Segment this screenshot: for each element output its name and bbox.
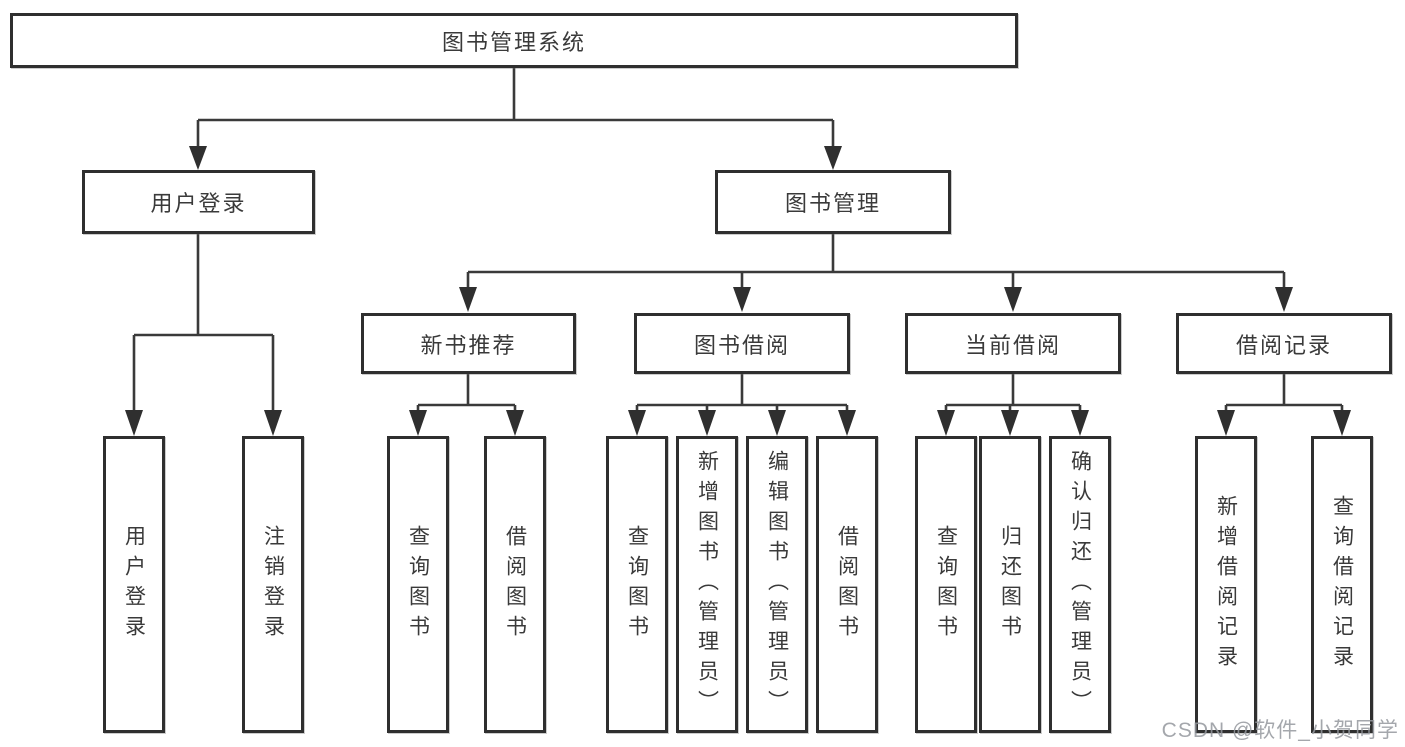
leaf-label: 编辑图书（管理员）	[765, 449, 789, 720]
arrowhead-icon	[1001, 410, 1019, 436]
node-borrowing-records: 借阅记录	[1176, 313, 1392, 374]
node-current-borrowing: 当前借阅	[905, 313, 1121, 374]
arrowhead-icon	[768, 410, 786, 436]
arrowhead-icon	[1217, 410, 1235, 436]
leaf-borrow-books-recommend: 借阅图书	[484, 436, 546, 733]
arrowhead-icon	[824, 146, 842, 170]
arrowhead-icon	[1071, 410, 1089, 436]
node-new-book-recommend-label: 新书推荐	[420, 332, 517, 358]
arrowhead-icon	[937, 410, 955, 436]
connector-borrow-records-to-leaves	[1224, 374, 1344, 412]
leaf-label: 确认归还（管理员）	[1068, 449, 1092, 720]
connector-book-borrow-to-leaves	[635, 374, 849, 412]
leaf-confirm-return-admin: 确认归还（管理员）	[1049, 436, 1111, 733]
node-book-borrowing: 图书借阅	[634, 313, 850, 374]
node-book-management: 图书管理	[715, 170, 951, 234]
leaf-edit-books-admin: 编辑图书（管理员）	[746, 436, 808, 733]
arrowhead-icon	[189, 146, 207, 170]
watermark-text: CSDN @软件_小贺同学	[1161, 719, 1399, 742]
arrowhead-icon	[409, 410, 427, 436]
leaf-label: 归还图书	[998, 524, 1022, 645]
arrowhead-icon	[506, 410, 524, 436]
node-user-login-label: 用户登录	[150, 191, 247, 216]
leaf-logout: 注销登录	[242, 436, 304, 733]
connector-current-borrow-to-leaves	[944, 374, 1082, 412]
arrowhead-icon	[698, 410, 716, 436]
leaf-add-borrow-record: 新增借阅记录	[1195, 436, 1257, 733]
arrowhead-icon	[628, 410, 646, 436]
leaf-label: 查询图书	[406, 524, 430, 645]
node-borrowing-records-label: 借阅记录	[1235, 332, 1332, 358]
leaf-label: 用户登录	[122, 524, 146, 645]
node-book-management-label: 图书管理	[784, 191, 881, 216]
leaf-query-books-borrowing: 查询图书	[606, 436, 668, 733]
node-current-borrowing-label: 当前借阅	[964, 332, 1061, 358]
node-root: 图书管理系统	[10, 13, 1018, 68]
connector-user-login-to-leaves	[132, 234, 275, 412]
node-book-borrowing-label: 图书借阅	[693, 332, 790, 358]
leaf-query-books-current: 查询图书	[915, 436, 977, 733]
leaf-user-login: 用户登录	[103, 436, 165, 733]
leaf-label: 查询图书	[934, 524, 958, 645]
leaf-label: 新增图书（管理员）	[695, 449, 719, 720]
leaf-add-books-admin: 新增图书（管理员）	[676, 436, 738, 733]
leaf-label: 查询借阅记录	[1330, 494, 1354, 675]
leaf-return-books: 归还图书	[979, 436, 1041, 733]
leaf-query-borrow-record: 查询借阅记录	[1311, 436, 1373, 733]
leaf-query-books-recommend: 查询图书	[387, 436, 449, 733]
arrowhead-icon	[125, 410, 143, 436]
leaf-label: 注销登录	[261, 524, 285, 645]
leaf-label: 查询图书	[625, 524, 649, 645]
node-user-login: 用户登录	[82, 170, 315, 234]
leaf-label: 新增借阅记录	[1214, 494, 1238, 675]
arrowhead-icon	[1275, 287, 1293, 312]
leaf-label: 借阅图书	[835, 524, 859, 645]
arrowhead-icon	[264, 410, 282, 436]
connector-new-books-to-leaves	[416, 374, 517, 412]
leaf-label: 借阅图书	[503, 524, 527, 645]
arrowhead-icon	[459, 287, 477, 312]
leaf-borrow-books: 借阅图书	[816, 436, 878, 733]
node-new-book-recommend: 新书推荐	[361, 313, 576, 374]
arrowhead-icon	[733, 287, 751, 312]
node-root-label: 图书管理系统	[441, 29, 586, 55]
connector-book-mgmt-to-level3	[466, 234, 1286, 289]
arrowhead-icon	[1333, 410, 1351, 436]
arrowhead-icon	[1004, 287, 1022, 312]
arrowhead-icon	[838, 410, 856, 436]
connector-root-to-level2	[196, 68, 835, 148]
